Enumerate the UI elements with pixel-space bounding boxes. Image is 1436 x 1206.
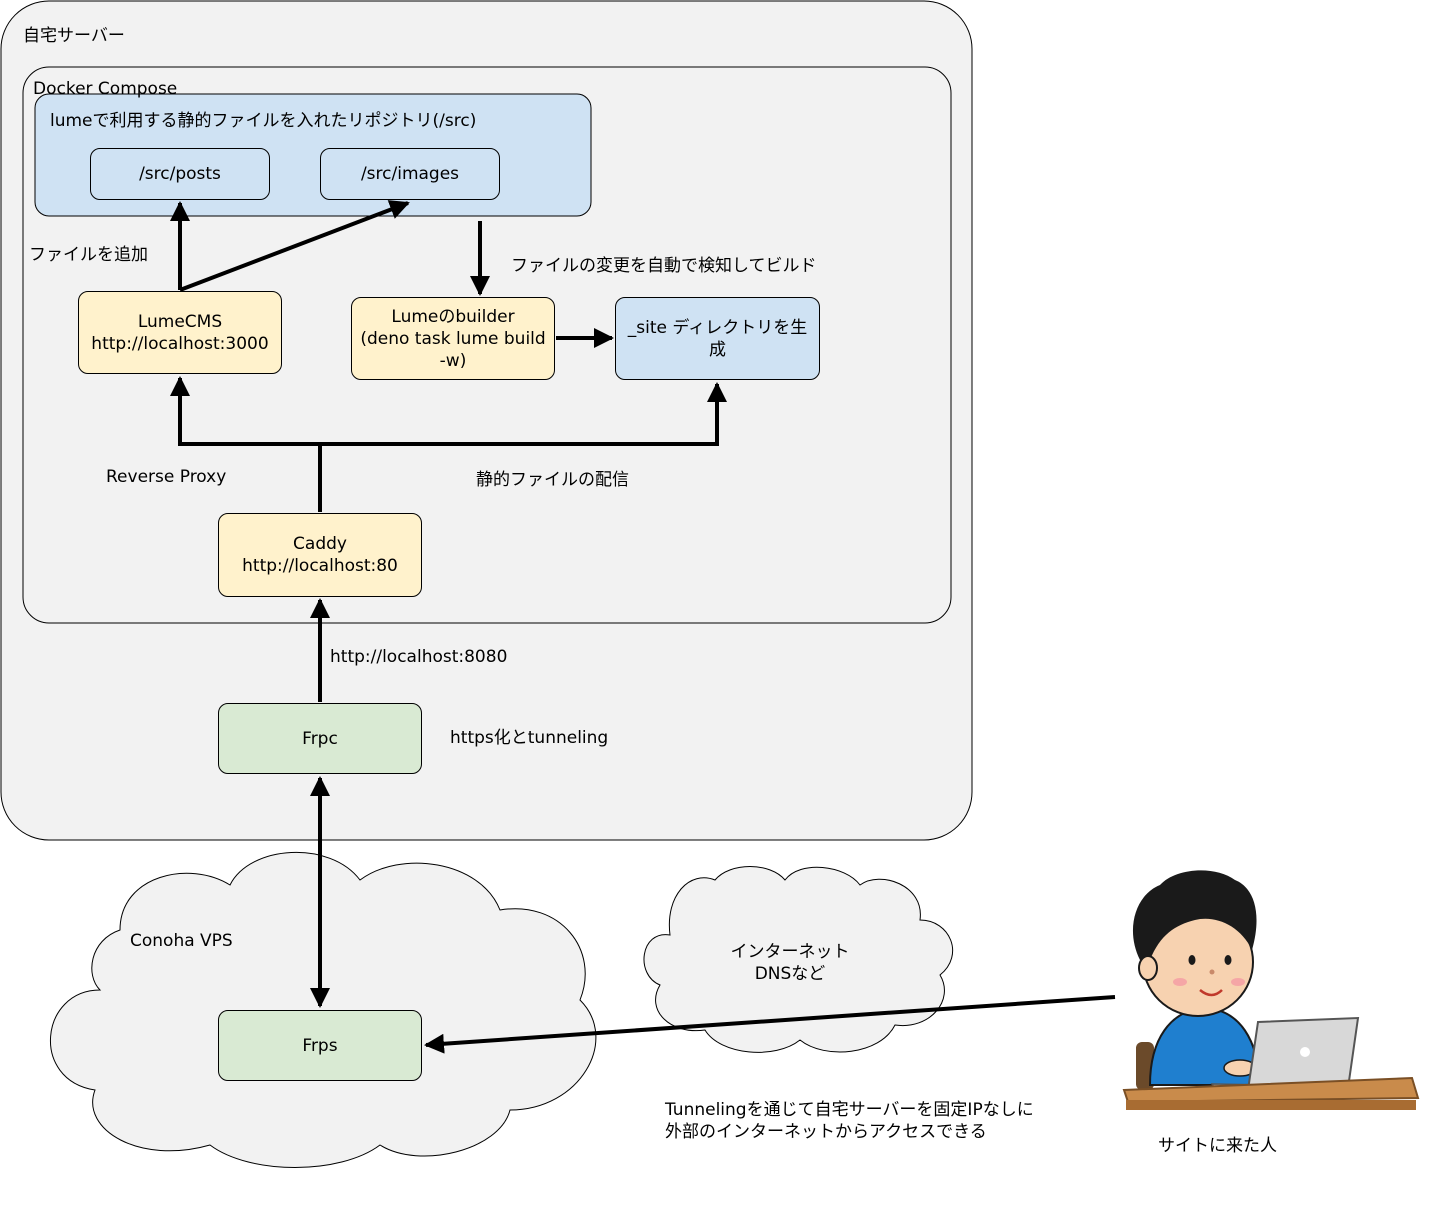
repo-title: lumeで利用する静的ファイルを入れたリポジトリ(/src) — [50, 111, 477, 131]
edge-caddy-to-site — [320, 382, 727, 446]
footer-note: Tunnelingを通じて自宅サーバーを固定IPなしに 外部のインターネットから… — [665, 1100, 1034, 1142]
edge-label-https-tunneling: https化とtunneling — [450, 728, 609, 748]
cloud-label-conoha: Conoha VPS — [130, 931, 233, 951]
node-lumecms: LumeCMS http://localhost:3000 — [78, 291, 282, 374]
visitor-caption: サイトに来た人 — [1158, 1136, 1277, 1156]
edge-label-auto-build: ファイルの変更を自動で検知してビルド — [511, 256, 817, 276]
node-caddy: Caddy http://localhost:80 — [218, 513, 422, 597]
node-lume-builder: Lumeのbuilder (deno task lume build -w) — [351, 297, 555, 380]
node-site-directory: _site ディレクトリを生 成 — [615, 297, 820, 380]
node-src-images: /src/images — [320, 148, 500, 200]
edge-caddy-to-lumecms — [170, 376, 322, 512]
edge-label-add-file: ファイルを追加 — [29, 245, 148, 265]
edge-lumecms-to-images — [179, 200, 410, 292]
edge-label-static-delivery: 静的ファイルの配信 — [476, 470, 629, 490]
edge-label-localhost-8080: http://localhost:8080 — [330, 647, 508, 667]
edges — [170, 200, 1116, 1054]
cloud-label-internet: インターネット DNSなど — [730, 942, 850, 984]
docker-compose-title: Docker Compose — [33, 79, 178, 99]
node-frpc: Frpc — [218, 703, 422, 774]
node-src-posts: /src/posts — [90, 148, 270, 200]
node-frps: Frps — [218, 1010, 422, 1081]
edge-label-reverse-proxy: Reverse Proxy — [106, 467, 227, 487]
edge-visitor-to-frps — [424, 995, 1116, 1054]
visitor-illustration — [1122, 870, 1420, 1110]
home-server-title: 自宅サーバー — [23, 26, 125, 46]
